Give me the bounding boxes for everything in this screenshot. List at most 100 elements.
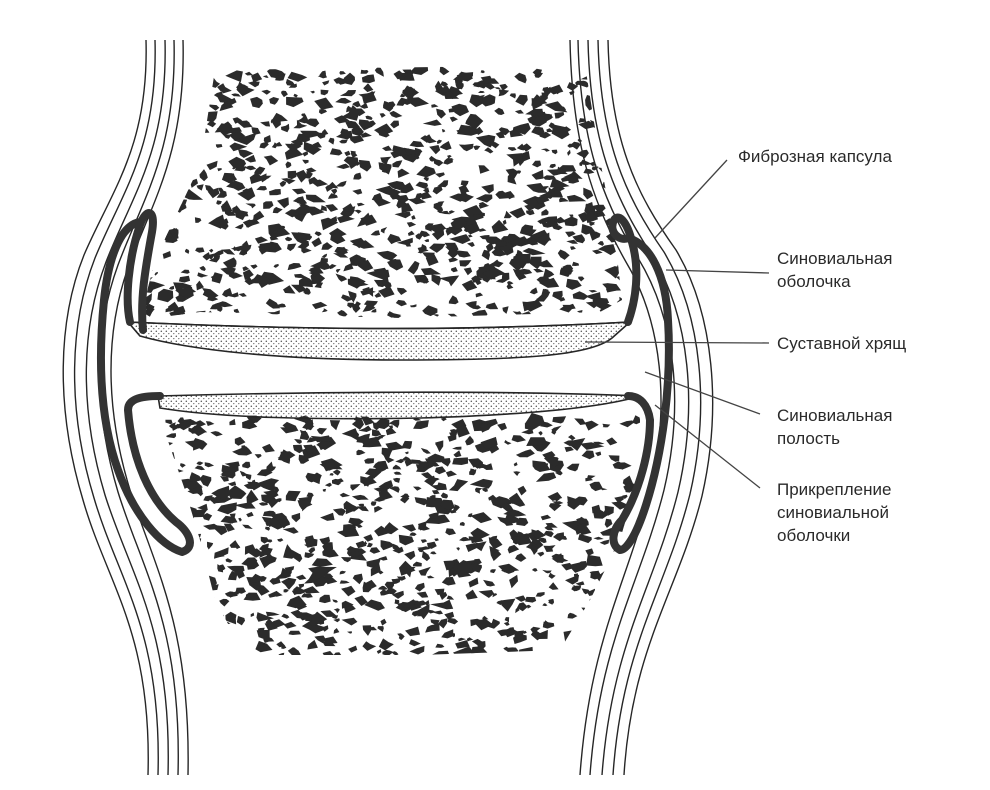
trabecula [465, 435, 474, 446]
trabecula [441, 129, 446, 133]
trabecula [420, 277, 430, 284]
trabecula [230, 173, 235, 179]
trabecula [431, 490, 440, 495]
trabecula [491, 219, 509, 234]
trabecula [277, 197, 289, 209]
trabecula [426, 575, 435, 579]
trabecula [431, 274, 441, 286]
trabecula [332, 508, 346, 516]
label-fibrous-capsule: Фиброзная капсула [738, 147, 892, 166]
trabecula [425, 253, 439, 266]
trabecula [221, 634, 229, 641]
trabecula [392, 477, 401, 483]
trabecula [187, 96, 198, 105]
trabecula [310, 261, 332, 270]
trabecula [433, 202, 442, 211]
trabecula [170, 127, 180, 134]
trabecula [586, 554, 603, 567]
label-articular-cartilage: Суставной хрящ [777, 334, 907, 353]
synovial-membrane-right [608, 213, 673, 554]
trabecula [333, 618, 340, 623]
trabecula [328, 137, 335, 145]
trabecula [227, 570, 238, 581]
trabecula [335, 268, 341, 273]
trabecula [434, 466, 447, 475]
trabecula [217, 502, 237, 515]
trabecula [362, 304, 376, 312]
trabecula [557, 249, 570, 260]
trabecula [559, 197, 569, 203]
trabecula [214, 547, 229, 559]
trabecula [566, 194, 587, 202]
trabecula [406, 222, 417, 228]
trabecula [610, 162, 616, 167]
trabecula [380, 540, 396, 551]
trabecula [473, 305, 482, 310]
trabecula [589, 161, 597, 166]
trabecula [562, 303, 576, 310]
trabecula [185, 621, 202, 629]
trabecula [604, 518, 613, 528]
trabecula [506, 153, 523, 167]
trabecula [375, 185, 402, 197]
trabecula [286, 96, 304, 108]
trabecula [456, 129, 462, 133]
trabecula [374, 506, 383, 513]
trabecula [332, 652, 342, 655]
trabecula [509, 129, 524, 138]
trabecula [207, 294, 219, 302]
trabecula [203, 610, 210, 616]
trabecula [567, 612, 578, 619]
trabecula [566, 463, 580, 472]
trabecula [271, 142, 277, 149]
trabecula [608, 455, 620, 462]
trabecula [278, 652, 285, 655]
trabecula [508, 147, 517, 151]
trabecula [140, 94, 157, 107]
trabecula [281, 613, 290, 619]
trabecula [480, 436, 498, 450]
trabecula [621, 265, 622, 271]
trabecula [199, 169, 208, 182]
trabecula [267, 310, 280, 315]
trabecula [493, 245, 501, 250]
trabecula [551, 425, 562, 432]
trabecula [244, 165, 257, 171]
trabecula [191, 626, 204, 638]
trabecula [537, 537, 547, 544]
trabecula [420, 267, 442, 276]
trabecula [447, 434, 457, 442]
trabecula [268, 223, 291, 239]
trabecula [591, 166, 599, 171]
trabecula [232, 205, 244, 217]
trabecula [256, 478, 280, 492]
trabecula [302, 151, 309, 157]
trabecula [516, 249, 523, 256]
trabecula [227, 481, 237, 487]
trabecula [409, 639, 421, 647]
trabecula [615, 275, 622, 282]
trabecula [525, 596, 537, 603]
trabecula [471, 309, 488, 319]
trabecula [319, 461, 337, 471]
trabecula [169, 479, 177, 483]
trabecula [475, 292, 484, 298]
trabecula [272, 206, 283, 214]
trabecula [358, 91, 376, 99]
trabecula [196, 280, 204, 291]
trabecula [414, 497, 429, 506]
trabecula [613, 167, 622, 175]
trabecula [526, 183, 548, 193]
trabecula [424, 514, 451, 524]
trabecula [320, 257, 328, 265]
trabecula [584, 420, 599, 431]
trabecula [392, 145, 408, 156]
trabecula [283, 589, 289, 593]
trabecula [580, 622, 588, 627]
trabecula [151, 101, 161, 112]
trabecula [244, 154, 256, 163]
trabecula [569, 214, 574, 218]
trabecula [455, 82, 464, 90]
trabecula [536, 297, 542, 302]
trabecula [380, 618, 387, 626]
